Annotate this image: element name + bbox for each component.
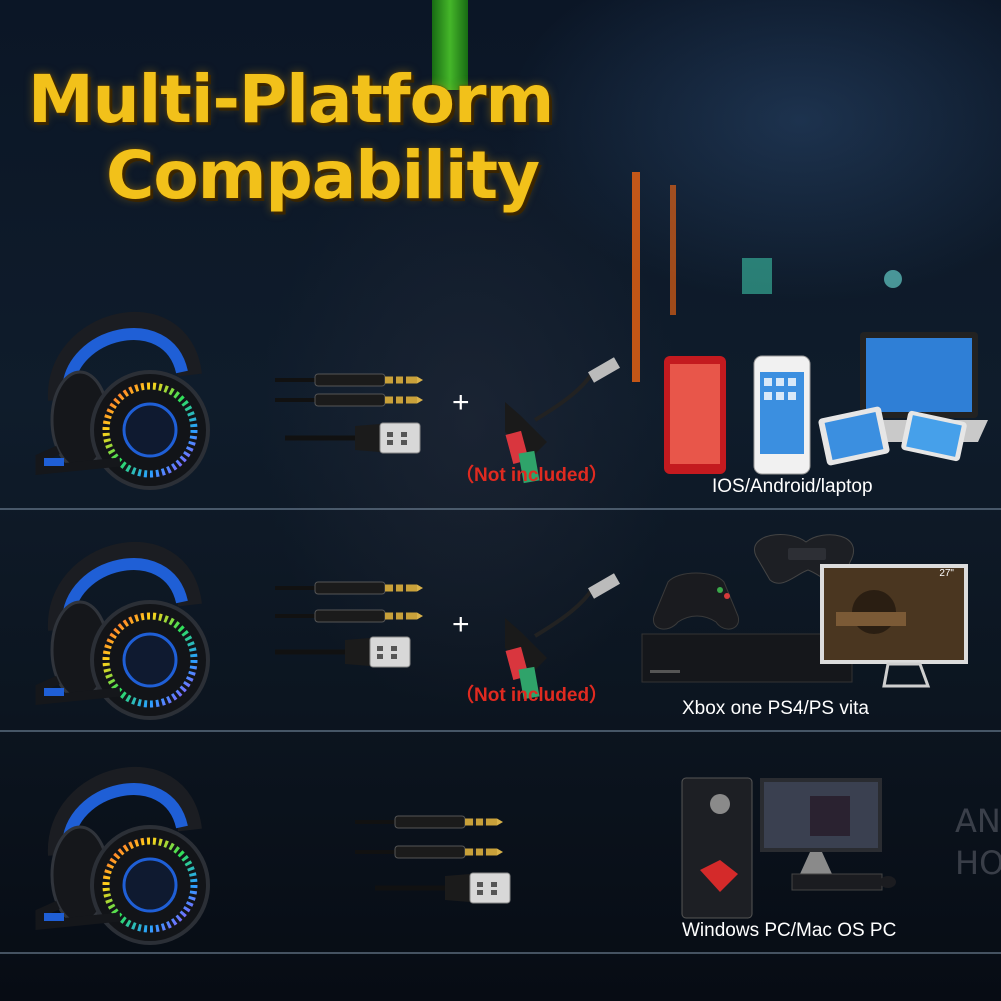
background-green-light <box>432 0 468 90</box>
background-text: AN HO <box>955 800 1001 884</box>
background-lamp-glow <box>884 270 902 288</box>
audio-jack-1-row-3 <box>353 814 505 830</box>
background-orange-light-2 <box>670 185 676 315</box>
background-text-line-2: HO <box>955 844 1001 882</box>
consoles-image-row-2: 27" <box>641 534 968 688</box>
splitter-adapter-row-1 <box>503 355 622 486</box>
audio-jack-2-row-1 <box>273 392 425 408</box>
row-divider-1 <box>0 508 1001 510</box>
headset-image-row-3 <box>40 735 220 935</box>
audio-jack-1-row-1 <box>273 372 425 388</box>
not-included-note-row-1: （Not included） <box>455 465 609 486</box>
platforms-label-row-2: Xbox one PS4/PS vita <box>682 698 869 719</box>
row-divider-3 <box>0 952 1001 954</box>
splitter-adapter-row-2 <box>503 571 622 702</box>
pc-image-row-3 <box>681 777 896 919</box>
plus-sign-row-1: + <box>452 386 470 419</box>
platforms-label-row-3: Windows PC/Mac OS PC <box>682 920 897 941</box>
usb-plug-row-1 <box>285 418 435 458</box>
monitor-size-label: 27" <box>939 568 954 579</box>
headset-image-row-2 <box>40 510 220 710</box>
title-line-1: Multi-Platform <box>28 61 554 138</box>
not-included-note-row-2: （Not included） <box>455 685 609 706</box>
background-text-line-1: AN <box>955 802 1001 840</box>
background-orange-light-1 <box>632 172 640 382</box>
page-title: Multi-Platform Compability <box>28 61 554 214</box>
headset-image-row-1 <box>40 280 220 480</box>
platforms-label-row-1: IOS/Android/laptop <box>712 476 873 497</box>
audio-jack-2-row-3 <box>353 844 505 860</box>
usb-plug-row-2 <box>275 632 435 672</box>
usb-plug-row-3 <box>375 868 525 908</box>
title-line-2: Compability <box>106 137 540 214</box>
background-screen-glow <box>742 258 772 294</box>
row-divider-2 <box>0 730 1001 732</box>
audio-jack-2-row-2 <box>273 608 425 624</box>
audio-jack-1-row-2 <box>273 580 425 596</box>
plus-sign-row-2: + <box>452 608 470 641</box>
devices-image-row-1 <box>664 332 988 475</box>
